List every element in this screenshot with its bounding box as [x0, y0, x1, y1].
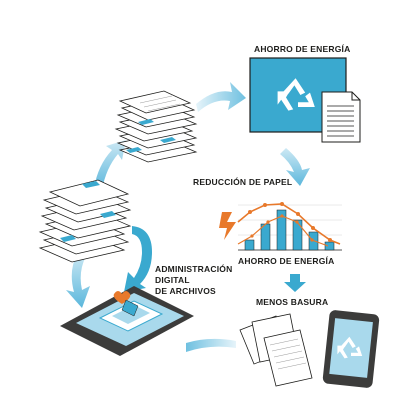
- loose-papers: [239, 313, 313, 387]
- arrow-basura: [284, 274, 306, 292]
- paper-stack-top-tabs: [126, 119, 176, 153]
- arrow-right-down: [280, 148, 310, 186]
- label-admin-line1: ADMINISTRACIÓN: [155, 264, 233, 274]
- label-admin-line2: DIGITAL: [155, 275, 190, 285]
- tablet-device: [60, 286, 194, 356]
- chart-bar: [276, 209, 287, 251]
- smartphone: [322, 310, 380, 388]
- arrow-left-down: [66, 252, 90, 308]
- label-administracion-digital: ADMINISTRACIÓN DIGITAL DE ARCHIVOS: [155, 264, 255, 297]
- label-reduccion-papel: REDUCCIÓN DE PAPEL: [193, 177, 293, 187]
- reduction-chart: [219, 202, 342, 251]
- chart-bar: [244, 239, 255, 251]
- arrow-bottom: [186, 338, 236, 352]
- energy-card: [249, 57, 361, 143]
- paper-stack-top: [114, 90, 198, 163]
- document-icon: [321, 91, 361, 143]
- arrow-top: [196, 82, 246, 112]
- chart-bar: [324, 241, 335, 251]
- chart-line-1: [237, 203, 341, 245]
- arrow-curved-blue: [124, 226, 152, 292]
- label-menos-basura: MENOS BASURA: [256, 297, 329, 307]
- paper-stack-left-tabs: [60, 181, 116, 242]
- label-admin-line3: DE ARCHIVOS: [155, 286, 216, 296]
- label-ahorro-energia-bottom: AHORRO DE ENERGÍA: [238, 256, 335, 266]
- paper-stack-left: [38, 179, 132, 263]
- lightning-icon: [219, 212, 236, 240]
- chart-bar: [260, 223, 271, 251]
- paper-stack-top-lines: [139, 95, 181, 112]
- arrow-left-up: [94, 140, 126, 190]
- chart-bar: [292, 219, 303, 251]
- label-ahorro-energia-top: AHORRO DE ENERGÍA: [254, 44, 351, 54]
